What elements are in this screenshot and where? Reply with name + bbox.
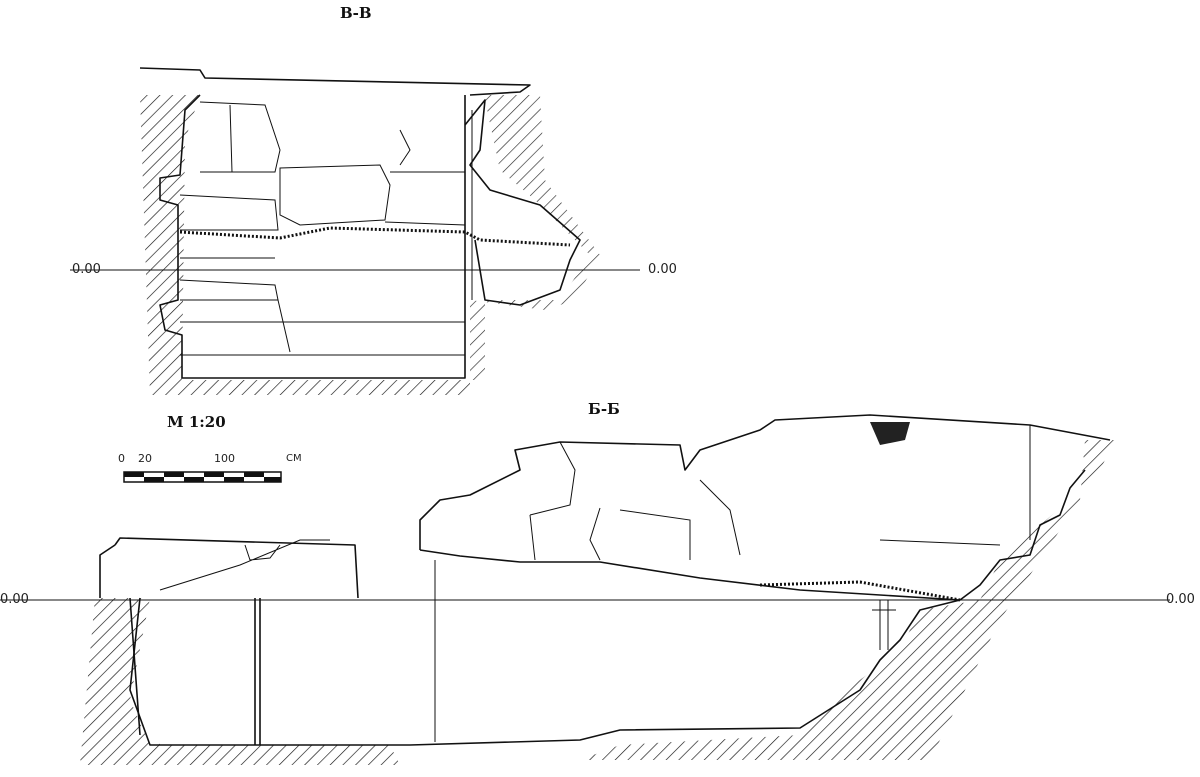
hatched-soil-left-bottom — [80, 598, 400, 765]
scale-unit: СМ — [286, 453, 302, 464]
scale-tick-20: 20 — [138, 452, 152, 465]
section-b-b — [0, 414, 1170, 765]
section-title-b-b: Б-Б — [588, 400, 620, 418]
scale-title: М 1:20 — [167, 413, 226, 431]
scale-tick-0: 0 — [118, 452, 125, 465]
section-v-v — [70, 67, 640, 395]
datum-label-top-left: 0.00 — [72, 262, 101, 277]
scale-tick-100: 100 — [214, 452, 235, 465]
datum-label-top-right: 0.00 — [648, 262, 677, 277]
section-title-v-v: В-В — [340, 4, 372, 22]
hatched-soil-left — [140, 95, 470, 395]
scale-bar — [123, 471, 282, 483]
datum-label-bottom-left: 0.00 — [0, 592, 29, 607]
hatched-soil-right — [470, 95, 600, 380]
datum-label-bottom-right: 0.00 — [1166, 592, 1195, 607]
